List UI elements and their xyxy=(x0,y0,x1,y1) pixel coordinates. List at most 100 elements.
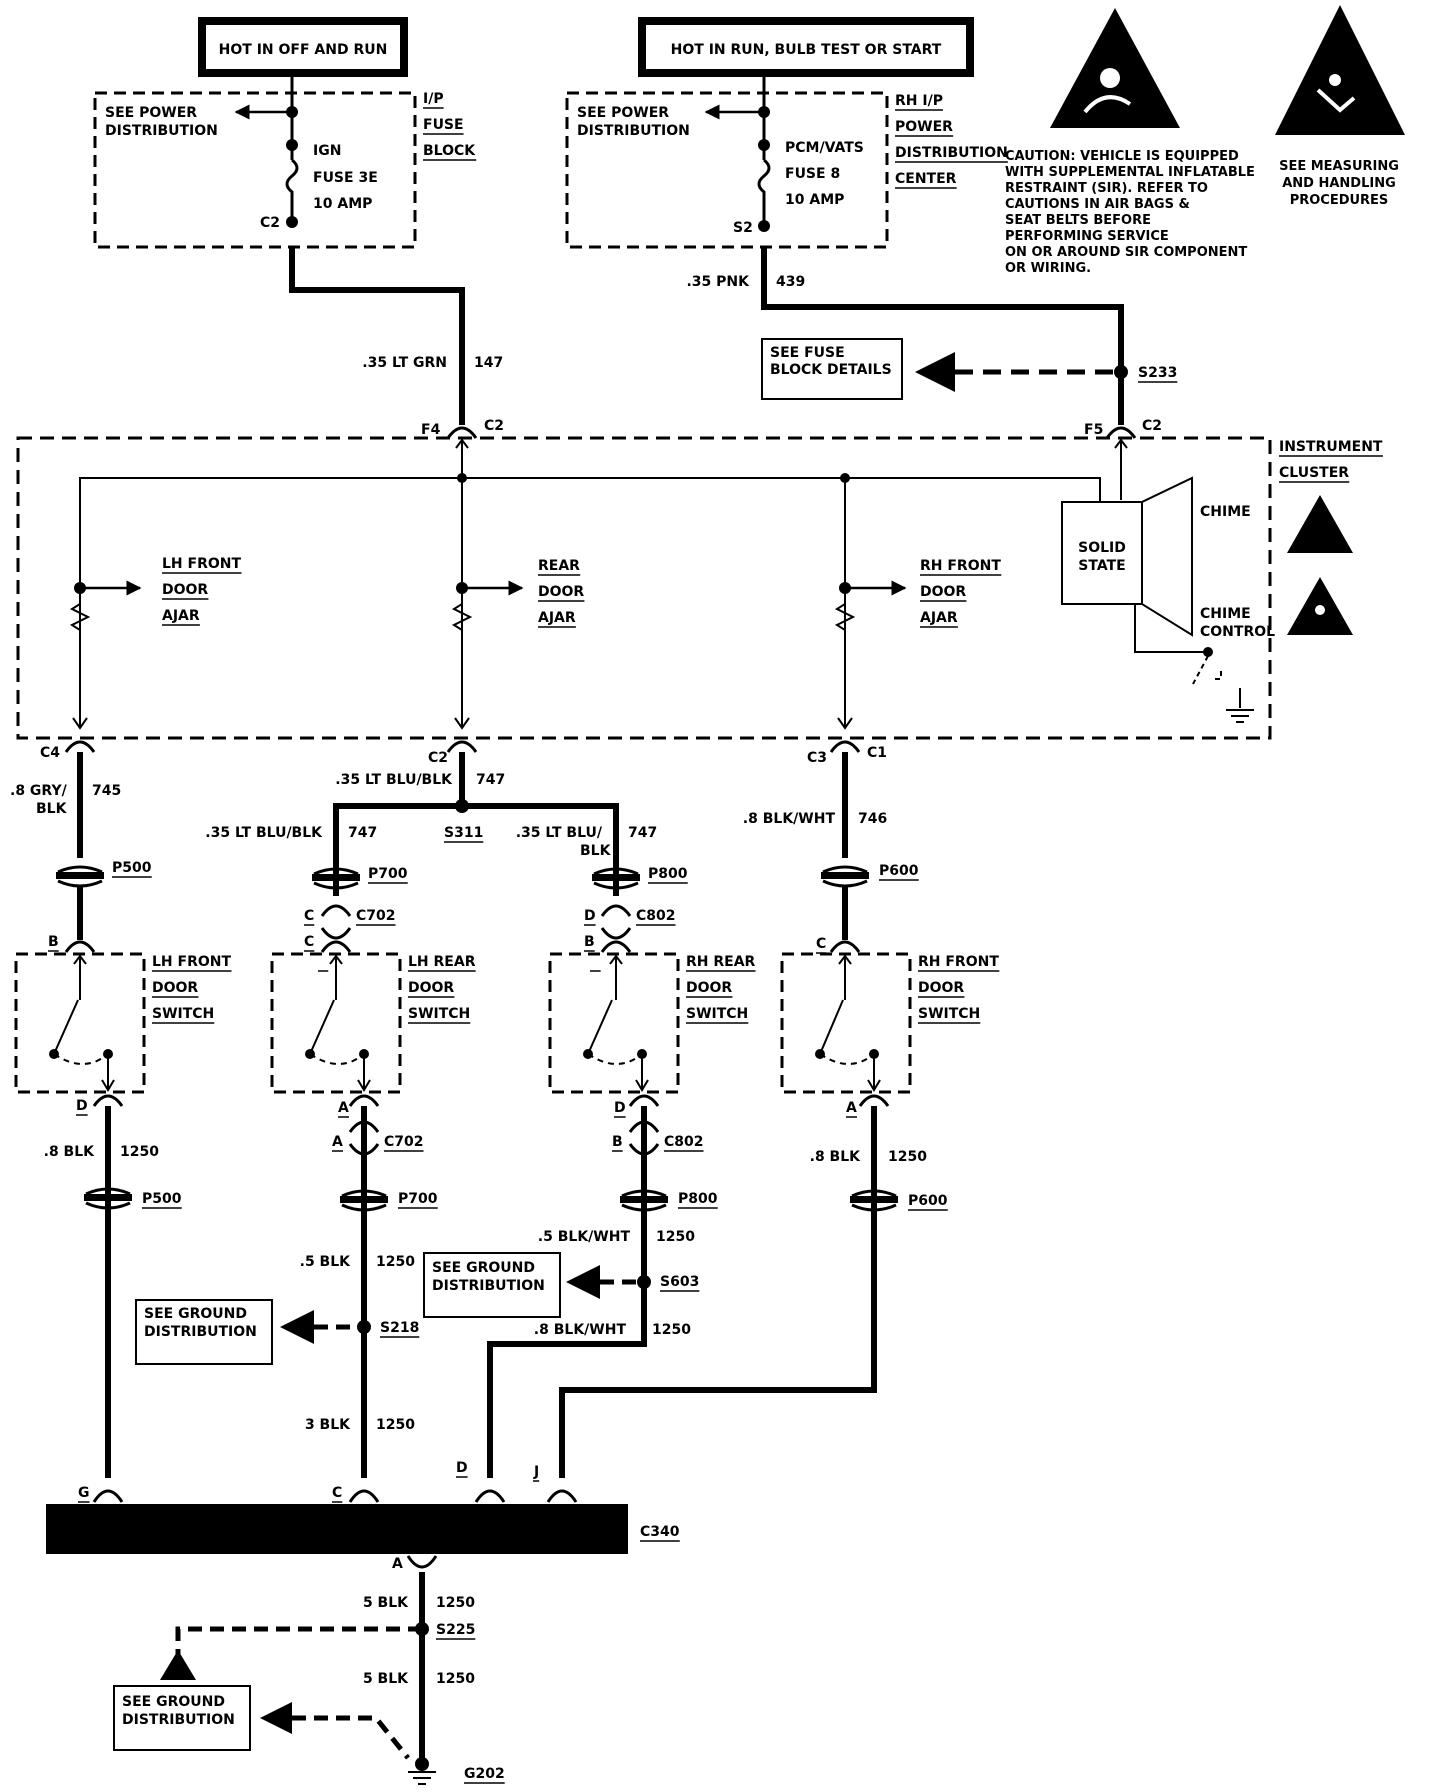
p800-label: P800 xyxy=(648,866,688,882)
ground-ref-2: SEE GROUND DISTRIBUTION xyxy=(423,1252,644,1318)
c702-b-label: C702 xyxy=(384,1134,424,1150)
c340-label: C340 xyxy=(640,1524,680,1540)
gd3-line1: SEE GROUND xyxy=(122,1694,225,1710)
c340-body xyxy=(46,1504,628,1554)
p800-b-label: P800 xyxy=(678,1191,718,1207)
rh-front-switch-line3: SWITCH xyxy=(918,1006,980,1022)
power-source-left-label: HOT IN OFF AND RUN xyxy=(219,42,388,58)
solid-state-line1: SOLID xyxy=(1078,540,1126,556)
lh-front-ajar-line3: AJAR xyxy=(162,608,200,624)
wire-g1-gauge: .8 BLK xyxy=(44,1144,96,1160)
splice-s218: S218 xyxy=(380,1320,419,1336)
lh-front-switch-pin-top: B xyxy=(48,934,59,950)
speaker-icon xyxy=(1141,476,1193,637)
wire-747-left-gauge: .35 LT BLU/BLK xyxy=(205,825,323,841)
lh-front-switch-line3: SWITCH xyxy=(152,1006,214,1022)
fuse-block-fuse-line3: 10 AMP xyxy=(313,196,372,212)
sir-warning-icon xyxy=(1050,8,1180,128)
ground-wires: .8 BLK 1250 P500 A C702 P700 .5 BLK 1250… xyxy=(44,1106,948,1478)
c340-pin-d: D xyxy=(456,1460,468,1476)
fuse-block-see-power-line1: SEE POWER xyxy=(105,105,197,121)
pdc-name-line2: POWER xyxy=(895,119,953,135)
chime-control-line2: CONTROL xyxy=(1200,624,1275,640)
wire-g6-circuit: 1250 xyxy=(436,1671,475,1687)
cluster-input-f4-conn: C2 xyxy=(484,418,504,434)
p600-b-label: P600 xyxy=(908,1193,948,1209)
pdc-fuse-line2: FUSE 8 xyxy=(785,166,840,182)
power-source-right-label: HOT IN RUN, BULB TEST OR START xyxy=(671,42,942,58)
inline-connectors-top: P500 P700 C C702 C P800 D C802 B xyxy=(56,856,919,952)
c802-b-label: C802 xyxy=(664,1134,704,1150)
cluster-out-c2: C2 xyxy=(428,750,448,766)
solid-state-line2: STATE xyxy=(1078,558,1125,574)
c340-out-pin: A xyxy=(392,1556,403,1572)
rh-front-switch-pin-top: C xyxy=(816,936,826,952)
fuse-block-terminal: C2 xyxy=(260,215,280,231)
gd2-line2: DISTRIBUTION xyxy=(432,1278,545,1294)
power-source-right: HOT IN RUN, BULB TEST OR START xyxy=(638,17,974,77)
cluster-name-line1: INSTRUMENT xyxy=(1279,439,1383,455)
main-ground: 5 BLK 1250 S225 5 BLK 1250 SEE GROUND DI… xyxy=(113,1572,505,1785)
fuse-block-see-power-line2: DISTRIBUTION xyxy=(105,123,218,139)
wire-g6-gauge: 5 BLK xyxy=(363,1671,409,1687)
esd-caution: SEE MEASURING AND HANDLING PROCEDURES xyxy=(1275,5,1405,208)
ground-ref-3: SEE GROUND DISTRIBUTION xyxy=(113,1685,410,1760)
rh-ip-power-distribution-center: SEE POWER DISTRIBUTION PCM/VATS FUSE 8 1… xyxy=(565,77,1008,249)
sir-caution-line8: OR WIRING. xyxy=(1005,261,1091,276)
gd3-box-arrow-icon xyxy=(260,1702,292,1734)
rh-front-switch-line1: RH FRONT xyxy=(918,954,999,970)
wire-747-left-circuit: 747 xyxy=(348,825,377,841)
out-c4-connector-icon xyxy=(64,740,96,753)
ground-ref-1: SEE GROUND DISTRIBUTION xyxy=(135,1299,364,1365)
wire-747-right-gauge-line1: .35 LT BLU/ xyxy=(516,825,603,841)
lh-front-switch-pin-bot: D xyxy=(76,1098,88,1114)
sir-caution-line4: CAUTIONS IN AIR BAGS & xyxy=(1005,197,1190,212)
rh-front-ajar-line1: RH FRONT xyxy=(920,558,1001,574)
ip-fuse-block: SEE POWER DISTRIBUTION IGN FUSE 3E 10 AM… xyxy=(93,77,477,249)
splice-s225: S225 xyxy=(436,1622,475,1638)
rh-front-switch-pin-bot: A xyxy=(846,1100,857,1116)
esd-warning-icon xyxy=(1275,5,1405,135)
wire-g5-circuit: 1250 xyxy=(436,1595,475,1611)
sir-caution-line1: CAUTION: VEHICLE IS EQUIPPED xyxy=(1005,149,1239,164)
lh-front-switch-line1: LH FRONT xyxy=(152,954,231,970)
fuse-details-ref: SEE FUSE BLOCK DETAILS S233 xyxy=(761,338,1178,400)
rear-ajar-line1: REAR xyxy=(538,558,580,574)
wire-745-gauge-line1: .8 GRY/ xyxy=(10,783,68,799)
sir-caution-line2: WITH SUPPLEMENTAL INFLATABLE xyxy=(1005,165,1255,180)
p500-b-connector-icon xyxy=(84,1187,132,1210)
cluster-out-c3: C3 xyxy=(807,750,827,766)
c802-b-connector-icon xyxy=(628,1143,660,1156)
wire-747-right-gauge-line2: BLK xyxy=(580,843,612,859)
splice-s233: S233 xyxy=(1138,365,1177,381)
pdc-name-line1: RH I/P xyxy=(895,93,943,109)
wire-147-gauge: .35 LT GRN xyxy=(362,355,447,371)
c702-pin-bot: A xyxy=(332,1134,343,1150)
cluster-input-f4: F4 xyxy=(421,422,441,438)
esd-caution-line3: PROCEDURES xyxy=(1290,193,1389,208)
lh-front-switch-line2: DOOR xyxy=(152,980,198,996)
gd3-arrow-icon xyxy=(160,1650,196,1680)
p700-b-connector-icon xyxy=(340,1189,388,1212)
rh-rear-switch-line3: SWITCH xyxy=(686,1006,748,1022)
ground-g202: G202 xyxy=(464,1766,505,1782)
out-c2-connector-icon xyxy=(446,740,478,753)
lh-rear-switch-line2: DOOR xyxy=(408,980,454,996)
sir-caution-line3: RESTRAINT (SIR). REFER TO xyxy=(1005,181,1208,196)
out-c1-connector-icon xyxy=(829,740,861,753)
chime-module: SOLID STATE CHIME CHIME CONTROL xyxy=(1061,476,1275,723)
p700-label: P700 xyxy=(368,866,408,882)
rh-front-switch-line2: DOOR xyxy=(918,980,964,996)
pdc-fuse-line3: 10 AMP xyxy=(785,192,844,208)
switch-feed-wires: .8 GRY/ BLK 745 .35 LT BLU/BLK 747 S311 … xyxy=(10,752,887,859)
fuse-block-name-line2: FUSE xyxy=(423,117,464,133)
sir-caution-line7: ON OR AROUND SIR COMPONENT xyxy=(1005,245,1247,260)
rh-front-ajar-line2: DOOR xyxy=(920,584,966,600)
sir-caution: CAUTION: VEHICLE IS EQUIPPED WITH SUPPLE… xyxy=(1005,8,1255,276)
c802-pin-top: D xyxy=(584,908,596,924)
c702-pin-top2: C xyxy=(304,934,314,950)
p600-b-connector-icon xyxy=(850,1189,898,1212)
fuse-block-name-line1: I/P xyxy=(423,91,444,107)
rh-rear-switch-pin-bot: D xyxy=(614,1100,626,1116)
